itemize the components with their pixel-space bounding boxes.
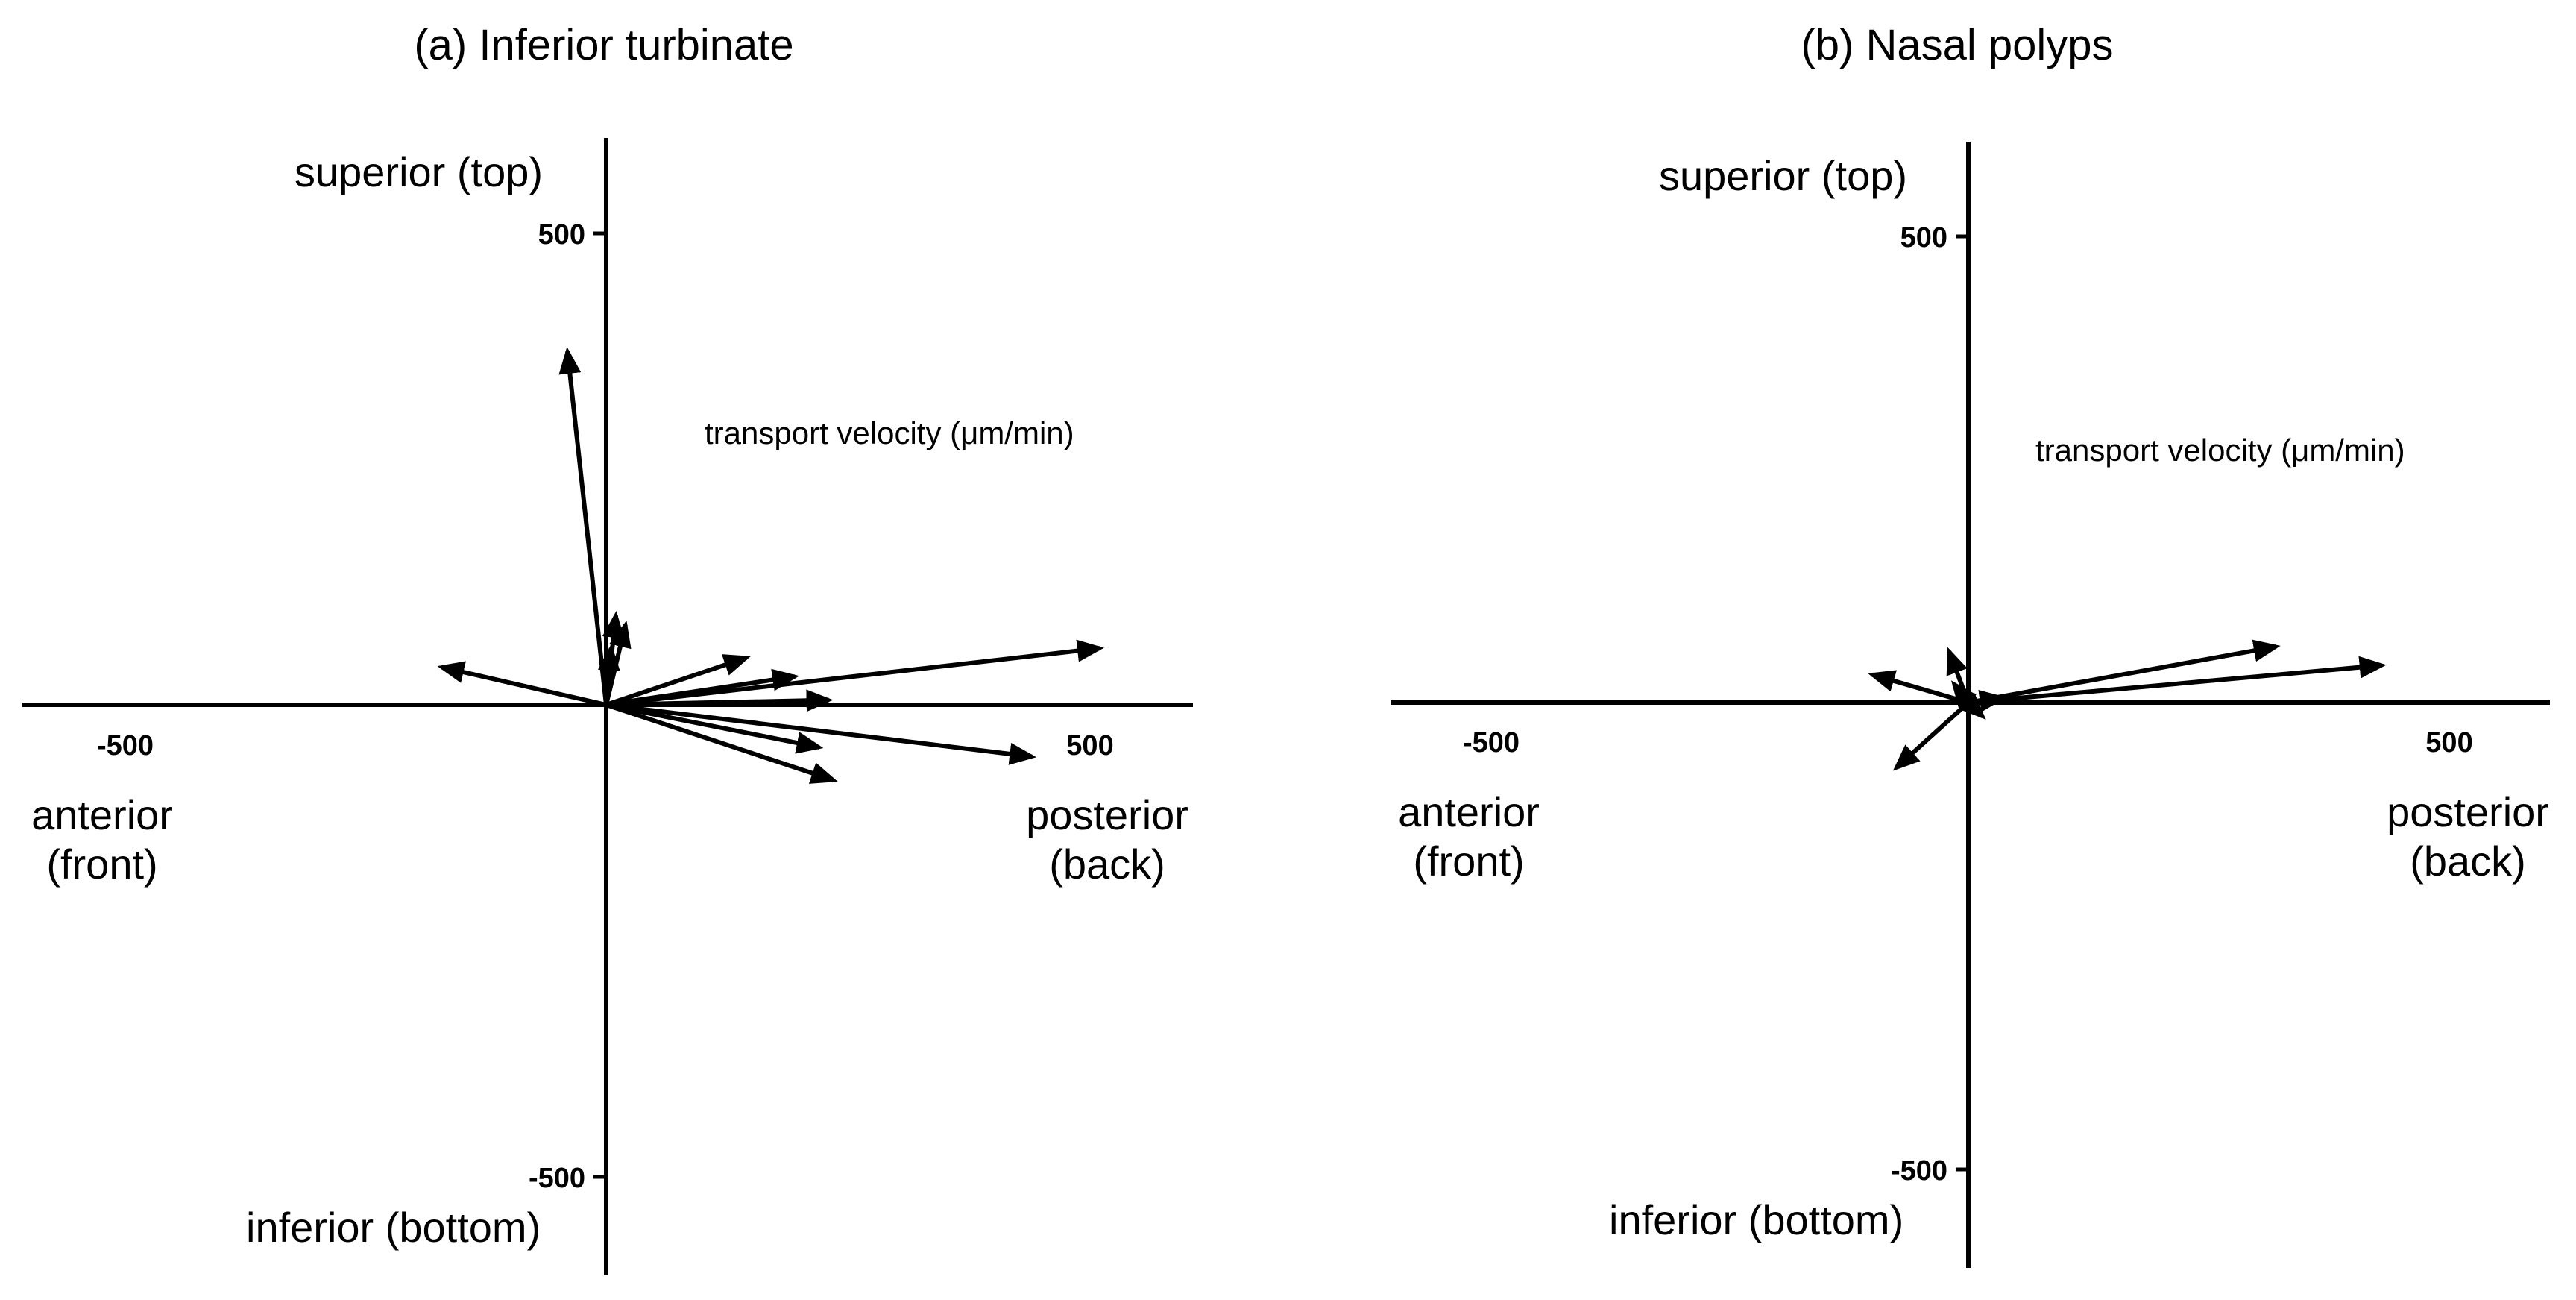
inferior-label: inferior (bottom) xyxy=(1609,1196,1903,1243)
vector-arrow-1 xyxy=(558,347,608,706)
vector-arrow-5 xyxy=(1959,693,1986,720)
chart-title: (b) Nasal polyps xyxy=(1801,21,2113,69)
y-tick-label-bottom: -500 xyxy=(1891,1155,1947,1187)
x-tick-label-right: 500 xyxy=(1066,730,1113,762)
superior-label: superior (top) xyxy=(295,148,543,195)
vector-arrow-12 xyxy=(605,703,1037,765)
x-tick-label-left: -500 xyxy=(97,730,154,762)
vector-arrow-11 xyxy=(605,703,838,784)
vector-arrow-2 xyxy=(1892,700,1971,771)
y-tick-label-bottom: -500 xyxy=(529,1163,585,1194)
units-label: transport velocity (μm/min) xyxy=(2035,433,2405,468)
chart-panel-nasal-polyps: (b) Nasal polyps 500 -500 -500 500 super… xyxy=(1391,21,2550,1268)
vector-arrow-9 xyxy=(605,639,1104,707)
vector-series xyxy=(1868,639,2387,771)
units-label: transport velocity (μm/min) xyxy=(705,415,1074,450)
front-label: (front) xyxy=(1413,838,1524,885)
vector-arrow-6 xyxy=(605,654,751,707)
vector-arrow-10 xyxy=(605,703,824,754)
vector-arrow-3 xyxy=(1946,647,1971,704)
back-label: (back) xyxy=(1049,841,1165,888)
posterior-label: posterior xyxy=(1026,791,1188,838)
y-tick-label-top: 500 xyxy=(1900,222,1947,254)
vector-series xyxy=(437,347,1104,784)
x-tick-label-left: -500 xyxy=(1463,727,1520,759)
back-label: (back) xyxy=(2410,838,2526,885)
inferior-label: inferior (bottom) xyxy=(246,1204,541,1251)
vector-arrow-2 xyxy=(437,661,607,707)
vector-arrow-8 xyxy=(1968,656,2387,705)
vector-arrow-7 xyxy=(1968,639,2281,705)
x-tick-label-right: 500 xyxy=(2425,727,2472,759)
chart-panel-inferior-turbinate: (a) Inferior turbinate 500 -500 -500 500… xyxy=(22,21,1193,1275)
y-tick-label-top: 500 xyxy=(538,219,585,251)
front-label: (front) xyxy=(46,841,157,888)
chart-title: (a) Inferior turbinate xyxy=(414,21,793,69)
superior-label: superior (top) xyxy=(1659,152,1907,199)
anterior-label: anterior xyxy=(31,791,173,838)
vector-arrow-5 xyxy=(597,644,620,706)
vector-arrow-8 xyxy=(605,689,834,712)
posterior-label: posterior xyxy=(2387,788,2549,835)
vector-arrow-1 xyxy=(1868,670,1969,705)
anterior-label: anterior xyxy=(1398,788,1540,835)
